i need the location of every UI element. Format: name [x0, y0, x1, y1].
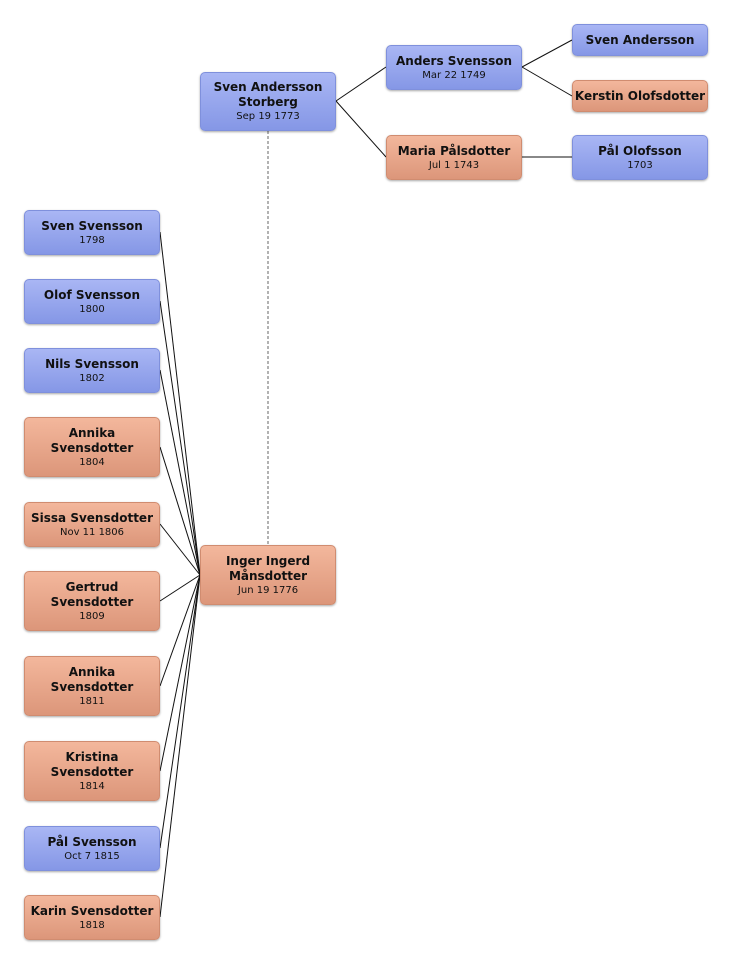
node-root[interactable]: Sven Andersson Storberg Sep 19 1773 [200, 72, 336, 131]
node-name: Annika Svensdotter [50, 425, 134, 455]
node-child[interactable]: Nils Svensson 1802 [24, 348, 160, 393]
grandparent-link-line [521, 39, 573, 68]
node-spouse[interactable]: Inger Ingerd Månsdotter Jun 19 1776 [200, 545, 336, 605]
node-name: Anders Svensson [395, 53, 512, 68]
node-father[interactable]: Anders Svensson Mar 22 1749 [386, 45, 522, 90]
node-date: 1809 [79, 610, 105, 622]
node-date: Jun 19 1776 [237, 584, 299, 596]
node-name: Pål Olofsson [598, 143, 682, 158]
node-name: Kerstin Olofsdotter [574, 88, 706, 103]
node-child[interactable]: Pål Svensson Oct 7 1815 [24, 826, 160, 871]
node-name: Karin Svensdotter [30, 903, 154, 918]
parent-link-line [335, 66, 387, 102]
node-name: Gertrud Svensdotter [50, 579, 134, 609]
node-date: Jul 1 1743 [428, 159, 480, 171]
child-link-line [159, 574, 201, 687]
child-link-line [159, 369, 201, 576]
node-date: 1811 [79, 695, 105, 707]
node-name: Maria Pålsdotter [397, 143, 511, 158]
child-link-line [159, 300, 201, 576]
node-date: 1818 [79, 919, 105, 931]
node-date: Sep 19 1773 [236, 111, 300, 122]
node-date: 1703 [627, 159, 653, 171]
node-date: 1798 [79, 234, 105, 246]
node-child[interactable]: Sven Svensson 1798 [24, 210, 160, 255]
node-date: 1814 [79, 780, 105, 792]
node-date: 1802 [79, 372, 105, 384]
node-name: Olof Svensson [43, 287, 141, 302]
node-date: Oct 7 1815 [64, 850, 120, 862]
child-link-line [159, 523, 201, 576]
node-name: Sven Andersson Storberg [213, 80, 323, 109]
child-link-line [159, 446, 201, 576]
child-link-line [159, 574, 201, 849]
child-link-line [159, 231, 201, 576]
node-name: Pål Svensson [47, 834, 137, 849]
child-link-line [159, 574, 201, 602]
node-name: Inger Ingerd Månsdotter [225, 553, 311, 583]
node-paternal-grandmother[interactable]: Kerstin Olofsdotter [572, 80, 708, 112]
node-child[interactable]: Karin Svensdotter 1818 [24, 895, 160, 940]
parent-link-line [335, 100, 387, 158]
node-child[interactable]: Annika Svensdotter 1811 [24, 656, 160, 716]
node-name: Kristina Svensdotter [50, 749, 134, 779]
node-paternal-grandfather[interactable]: Sven Andersson [572, 24, 708, 56]
node-name: Annika Svensdotter [50, 664, 134, 694]
node-maternal-grandfather[interactable]: Pål Olofsson 1703 [572, 135, 708, 180]
node-child[interactable]: Annika Svensdotter 1804 [24, 417, 160, 477]
node-name: Sven Andersson [585, 32, 695, 47]
node-name: Sven Svensson [41, 218, 143, 233]
node-date: Mar 22 1749 [422, 69, 486, 81]
node-child[interactable]: Gertrud Svensdotter 1809 [24, 571, 160, 631]
node-date: 1800 [79, 303, 105, 315]
node-mother[interactable]: Maria Pålsdotter Jul 1 1743 [386, 135, 522, 180]
child-link-line [159, 574, 201, 772]
node-date: Nov 11 1806 [59, 526, 125, 538]
node-name: Sissa Svensdotter [31, 510, 153, 525]
node-date: 1804 [79, 456, 105, 468]
grandparent-link-line [521, 66, 573, 97]
child-link-line [159, 574, 201, 918]
node-child[interactable]: Olof Svensson 1800 [24, 279, 160, 324]
node-name: Nils Svensson [45, 356, 139, 371]
node-child[interactable]: Sissa Svensdotter Nov 11 1806 [24, 502, 160, 547]
node-child[interactable]: Kristina Svensdotter 1814 [24, 741, 160, 801]
